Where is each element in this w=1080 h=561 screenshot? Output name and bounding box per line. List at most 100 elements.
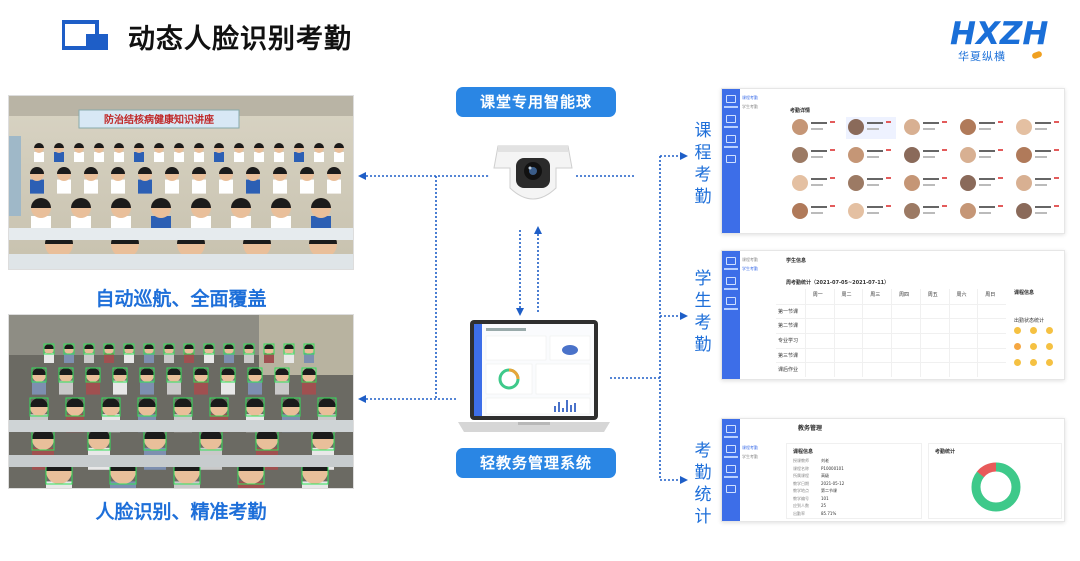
user-icon[interactable] bbox=[726, 465, 736, 473]
status-badge bbox=[998, 121, 1003, 123]
student-face-card[interactable] bbox=[1014, 117, 1064, 139]
calendar-icon[interactable] bbox=[726, 277, 736, 285]
list-icon[interactable] bbox=[726, 485, 736, 493]
status-badge bbox=[1054, 149, 1059, 151]
student-face-card[interactable] bbox=[958, 201, 1008, 223]
nav-course-attendance[interactable]: 课程考勤 bbox=[742, 95, 758, 100]
label-attendance-stats: 考勤统计 bbox=[694, 441, 712, 527]
status-badge bbox=[998, 177, 1003, 179]
info-field-key: 教学编号 bbox=[793, 495, 809, 501]
user-icon[interactable] bbox=[726, 135, 736, 143]
status-badge bbox=[886, 177, 891, 179]
monitor-window-icon bbox=[61, 20, 108, 50]
edu-page-title: 教务管理 bbox=[798, 425, 823, 432]
student-face-card[interactable] bbox=[846, 117, 896, 139]
nav-student-attendance[interactable]: 学生考勤 bbox=[742, 454, 758, 459]
student-face-card[interactable] bbox=[902, 173, 952, 195]
avatar bbox=[848, 203, 864, 219]
avatar bbox=[960, 147, 976, 163]
student-face-card[interactable] bbox=[902, 145, 952, 167]
caption-face-recognition: 人脸识别、精准考勤 bbox=[95, 501, 267, 523]
timetable-row-header: 第三节课 bbox=[778, 352, 799, 359]
stats-chart-title: 考勤统计 bbox=[935, 449, 956, 455]
user-icon[interactable] bbox=[726, 297, 736, 305]
timetable-row-header: 专业学习 bbox=[778, 338, 799, 344]
app-sidebar bbox=[722, 251, 740, 379]
status-emoji-icon bbox=[1030, 327, 1037, 334]
student-face-card[interactable] bbox=[958, 145, 1008, 167]
nav-student-attendance[interactable]: 学生考勤 bbox=[742, 266, 758, 271]
nav-course-attendance[interactable]: 课程考勤 bbox=[742, 445, 758, 450]
avatar bbox=[792, 203, 808, 219]
avatar bbox=[904, 203, 920, 219]
status-badge bbox=[830, 177, 835, 179]
student-face-card[interactable] bbox=[958, 117, 1008, 139]
home-icon[interactable] bbox=[726, 95, 736, 103]
avatar bbox=[960, 119, 976, 135]
sub-navigation: 课程考勤 学生考勤 bbox=[742, 93, 786, 111]
caption-auto-cruise: 自动巡航、全面覆盖 bbox=[95, 288, 267, 310]
student-attendance-panel: 课程考勤 学生考勤 学生信息 周考勤统计（2021-07-05~2021-07-… bbox=[721, 250, 1065, 380]
label-course-attendance: 课程考勤 bbox=[694, 121, 712, 207]
student-face-card[interactable] bbox=[790, 201, 840, 223]
home-icon[interactable] bbox=[726, 425, 736, 433]
status-badge bbox=[998, 205, 1003, 207]
student-face-card[interactable] bbox=[1014, 201, 1064, 223]
timetable-day-header: 周二 bbox=[841, 292, 852, 298]
nav-student-attendance[interactable]: 学生考勤 bbox=[742, 104, 758, 109]
info-field-key: 应到人数 bbox=[793, 503, 809, 508]
avatar bbox=[848, 147, 864, 163]
student-face-card[interactable] bbox=[790, 117, 840, 139]
course-info-card-title: 课程信息 bbox=[793, 449, 814, 455]
timetable-day-header: 周一 bbox=[812, 292, 823, 298]
student-face-card[interactable] bbox=[902, 117, 952, 139]
student-face-card[interactable] bbox=[846, 201, 896, 223]
course-info-title: 课程信息 bbox=[1014, 290, 1035, 296]
status-emoji-grid bbox=[1014, 327, 1062, 375]
calendar-icon[interactable] bbox=[726, 445, 736, 453]
avatar bbox=[904, 119, 920, 135]
status-emoji-icon bbox=[1046, 359, 1053, 366]
avatar bbox=[960, 175, 976, 191]
stats-chart-card: 考勤统计 bbox=[928, 443, 1062, 519]
student-face-card[interactable] bbox=[902, 201, 952, 223]
student-face-card[interactable] bbox=[846, 145, 896, 167]
info-field-value: 85.71% bbox=[821, 510, 837, 516]
student-face-card[interactable] bbox=[790, 173, 840, 195]
home-icon[interactable] bbox=[726, 257, 736, 265]
student-face-card[interactable] bbox=[846, 173, 896, 195]
info-field-value: 刘老 bbox=[821, 458, 829, 463]
app-sidebar bbox=[722, 419, 740, 521]
section-title: 考勤详情 bbox=[790, 108, 811, 114]
course-attendance-panel: 课程考勤 学生考勤 考勤详情 bbox=[721, 88, 1065, 234]
attendance-donut-chart bbox=[971, 462, 1021, 512]
student-face-card[interactable] bbox=[958, 173, 1008, 195]
student-face-card[interactable] bbox=[790, 145, 840, 167]
list-icon[interactable] bbox=[726, 155, 736, 163]
info-field-key: 授课教师 bbox=[793, 458, 809, 463]
avatar bbox=[792, 119, 808, 135]
info-field-key: 出勤率 bbox=[793, 510, 805, 516]
student-face-card[interactable] bbox=[1014, 145, 1064, 167]
status-badge bbox=[942, 177, 947, 179]
status-badge bbox=[830, 149, 835, 151]
student-face-card[interactable] bbox=[1014, 173, 1064, 195]
app-sidebar bbox=[722, 89, 740, 233]
avatar bbox=[792, 175, 808, 191]
status-badge bbox=[830, 205, 835, 207]
classroom-photo: 防治结核病健康知识讲座 bbox=[8, 95, 354, 270]
nav-course-attendance[interactable]: 课程考勤 bbox=[742, 257, 758, 262]
info-field-value: 25 bbox=[821, 503, 827, 508]
timetable-day-header: 周四 bbox=[899, 292, 910, 298]
status-emoji-icon bbox=[1030, 359, 1037, 366]
calendar-icon[interactable] bbox=[726, 115, 736, 123]
timetable-day-header: 周日 bbox=[985, 292, 996, 298]
status-badge bbox=[1054, 121, 1059, 123]
student-info-title: 学生信息 bbox=[786, 258, 807, 264]
avatar bbox=[904, 175, 920, 191]
avatar bbox=[1016, 175, 1032, 191]
face-recognition-photo bbox=[8, 314, 354, 489]
page-title: 动态人脸识别考勤 bbox=[128, 24, 352, 55]
